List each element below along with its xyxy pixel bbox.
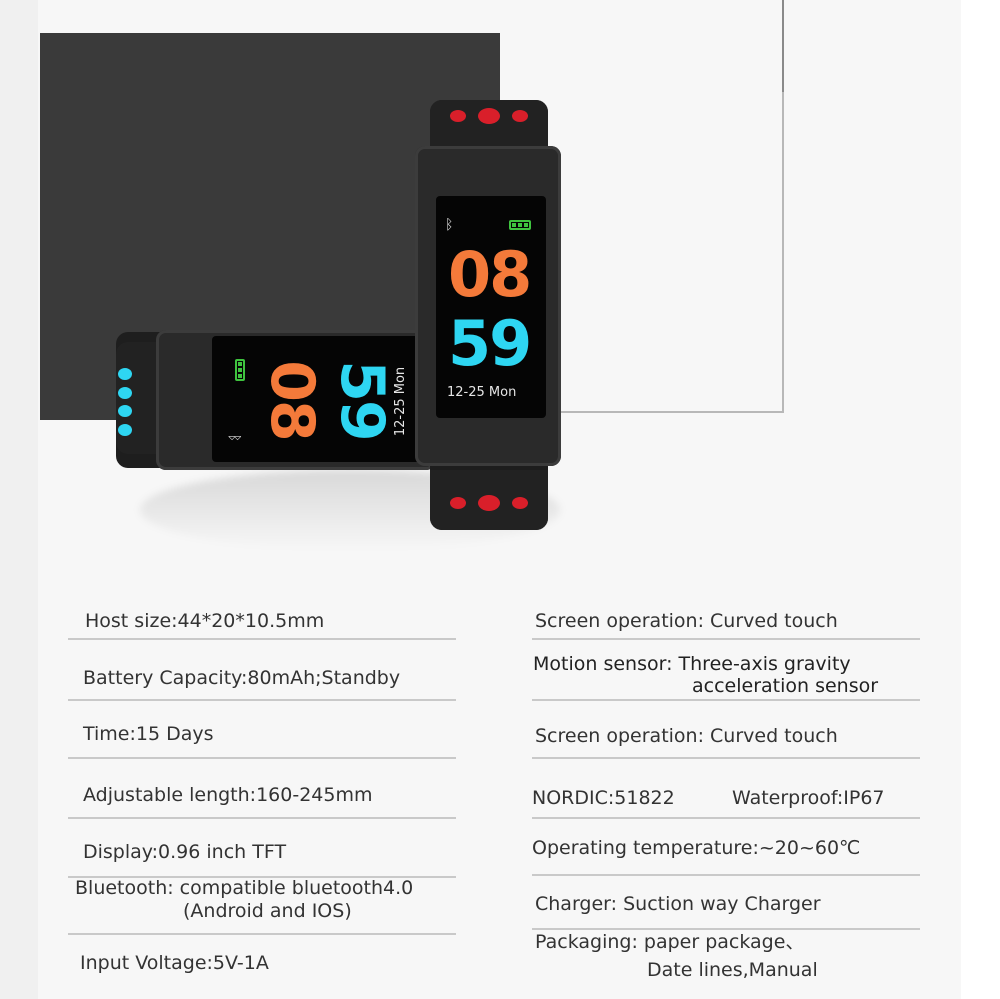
strap-dot <box>118 386 132 399</box>
spec-host-size: Host size:44*20*10.5mm <box>85 610 325 632</box>
decor-vertical-line <box>782 0 784 92</box>
spec-motion-sensor-detail: acceleration sensor <box>692 675 879 697</box>
divider <box>532 928 920 930</box>
divider <box>68 933 456 935</box>
strap-dot <box>118 405 132 418</box>
spec-operating-temperature: Operating temperature:~20~60℃ <box>532 837 861 859</box>
minute-digits-lying: 59 <box>326 360 397 440</box>
strap-dot <box>512 110 528 122</box>
spec-battery-capacity: Battery Capacity:80mAh;Standby <box>83 667 401 689</box>
divider <box>68 757 456 759</box>
left-margin <box>0 0 38 999</box>
spec-motion-sensor: Motion sensor: Three-axis gravity <box>533 653 851 675</box>
spec-waterproof: Waterproof:IP67 <box>732 787 885 809</box>
divider <box>68 876 456 878</box>
right-margin <box>961 0 1000 999</box>
strap-dots-red-top <box>450 108 528 124</box>
strap-dot <box>512 497 528 509</box>
spec-standby-time: Time:15 Days <box>83 723 214 745</box>
strap-dot <box>118 423 132 436</box>
spec-screen-operation: Screen operation: Curved touch <box>535 610 838 632</box>
strap-dots-cyan <box>118 368 132 436</box>
divider <box>68 638 456 640</box>
strap-dot <box>450 497 466 509</box>
watch-screen-upright <box>436 196 546 418</box>
spec-packaging: Packaging: paper package、 <box>535 931 805 953</box>
minute-digits-upright: 59 <box>448 307 532 380</box>
bluetooth-icon: ᛒ <box>226 433 243 443</box>
date-label-upright: 12-25 Mon <box>447 385 517 400</box>
spec-bluetooth-os: (Android and IOS) <box>183 900 352 922</box>
strap-dot <box>478 495 500 511</box>
divider <box>532 699 920 701</box>
strap-dot <box>478 108 500 124</box>
spec-screen-operation-2: Screen operation: Curved touch <box>535 725 838 747</box>
spec-adjustable-length: Adjustable length:160-245mm <box>83 784 373 806</box>
bluetooth-icon: ᛒ <box>445 217 454 233</box>
decor-horizontal-line <box>500 411 784 413</box>
spec-display: Display:0.96 inch TFT <box>83 841 287 863</box>
spec-input-voltage: Input Voltage:5V-1A <box>80 952 269 974</box>
spec-charger: Charger: Suction way Charger <box>535 893 821 915</box>
spec-packaging-contents: Date lines,Manual <box>647 959 818 981</box>
strap-dot <box>118 368 132 380</box>
strap-dots-red-bottom <box>450 495 528 511</box>
watch-screen-lying <box>212 336 422 462</box>
hour-digits-lying: 08 <box>256 360 327 440</box>
strap-dot <box>450 110 466 122</box>
spec-bluetooth: Bluetooth: compatible bluetooth4.0 <box>75 877 414 899</box>
divider <box>68 699 456 701</box>
divider <box>532 757 920 759</box>
spec-chipset: NORDIC:51822 <box>532 787 675 809</box>
battery-icon <box>235 359 245 381</box>
divider <box>532 874 920 876</box>
divider <box>532 817 920 819</box>
battery-icon <box>509 220 531 230</box>
date-label-lying: 12-25 Mon <box>393 366 409 437</box>
decor-vertical-line-lower <box>782 92 784 412</box>
hour-digits-upright: 08 <box>448 238 532 311</box>
divider <box>68 817 456 819</box>
divider <box>532 638 920 640</box>
